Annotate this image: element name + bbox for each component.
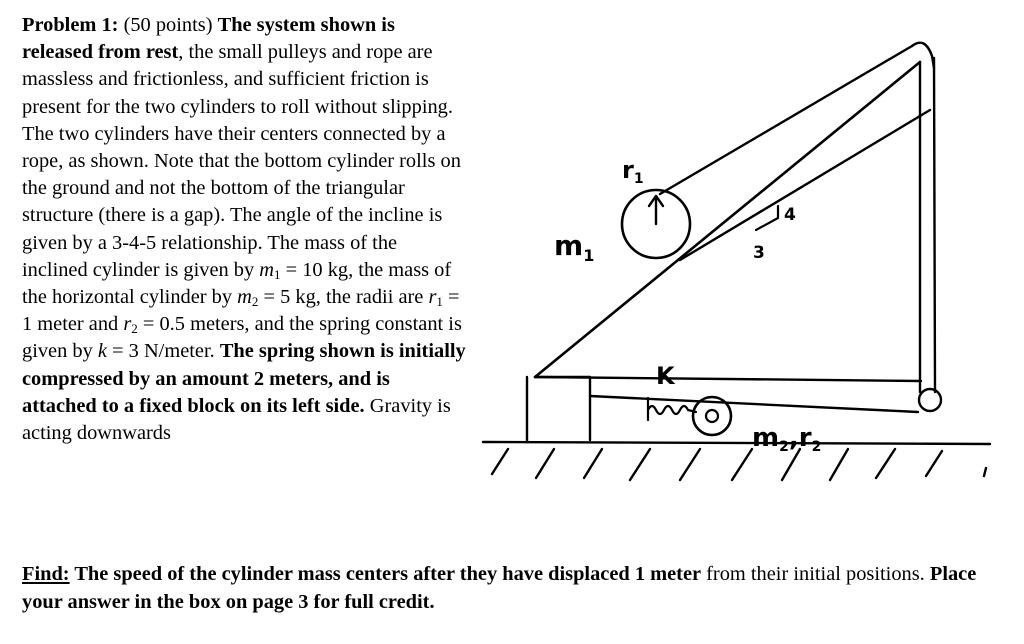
label-m2-r2: m2,r2 [752, 423, 821, 455]
cylinder-m2-center [704, 408, 720, 424]
vertical-rope-right [932, 56, 937, 394]
r2-subscript: 2 [131, 321, 138, 337]
find-question: The speed of the cylinder mass centers a… [69, 563, 702, 585]
spring-statement: The spring shown is initially compressed… [22, 340, 466, 417]
radius-arrow-r1 [647, 194, 665, 226]
find-label: Find: [22, 563, 70, 585]
slope-indicator [754, 204, 780, 232]
triangle-base-upper [533, 375, 923, 383]
r1-value: = 1 meter and [22, 286, 460, 336]
label-slope-run: 3 [753, 243, 765, 263]
gravity-statement: Gravity is acting downwards [22, 394, 451, 445]
k-symbol: k [97, 340, 107, 363]
problem-statement: Problem 1: (50 points) The system shown … [22, 12, 467, 447]
ground-line [481, 440, 992, 446]
find-plain: from their initial positions. [701, 563, 930, 585]
m1-value: = 10 kg, the mass of the horizontal cyli… [22, 258, 452, 309]
m2-symbol: m [237, 286, 252, 309]
cylinder-m1 [620, 188, 692, 260]
problem-body: , the small pulleys and rope are massles… [22, 41, 461, 281]
r1-subscript: 1 [436, 294, 443, 310]
top-pulley [910, 41, 936, 70]
cylinder-m2 [691, 395, 733, 437]
m1-subscript: 1 [274, 266, 281, 282]
ground-hatching [490, 447, 988, 482]
r1-symbol: r [428, 286, 437, 309]
label-spring-k: K [656, 362, 676, 390]
label-m1: m1 [554, 229, 594, 265]
problem-label: Problem 1: [22, 14, 119, 36]
incline-rope-lower [678, 108, 932, 262]
label-slope-rise: 4 [784, 205, 796, 225]
incline-rope-upper [658, 44, 914, 196]
label-r1: r1 [622, 156, 644, 187]
m2-value: = 5 kg, the radii are [258, 286, 429, 309]
bottom-pulley [917, 387, 943, 413]
m2-subscript: 2 [251, 294, 259, 310]
spring [646, 396, 698, 422]
incline-surface [533, 60, 922, 379]
r2-symbol: r [123, 313, 132, 336]
k-value: = 3 N/meter. [106, 340, 220, 363]
problem-intro: The system shown is released from rest [22, 14, 395, 64]
problem-points: (50 points) [118, 14, 218, 36]
find-statement: Find: The speed of the cylinder mass cen… [22, 560, 1012, 616]
find-instruction: Place your answer in the box on page 3 f… [22, 563, 977, 613]
m1-symbol: m [259, 258, 275, 281]
triangle-base-lower [588, 394, 920, 414]
system-diagram: m1 r1 K m2,r2 3 4 [481, 41, 992, 482]
fixed-block [525, 375, 592, 444]
r2-value: = 0.5 meters, and the spring constant is… [22, 313, 462, 363]
